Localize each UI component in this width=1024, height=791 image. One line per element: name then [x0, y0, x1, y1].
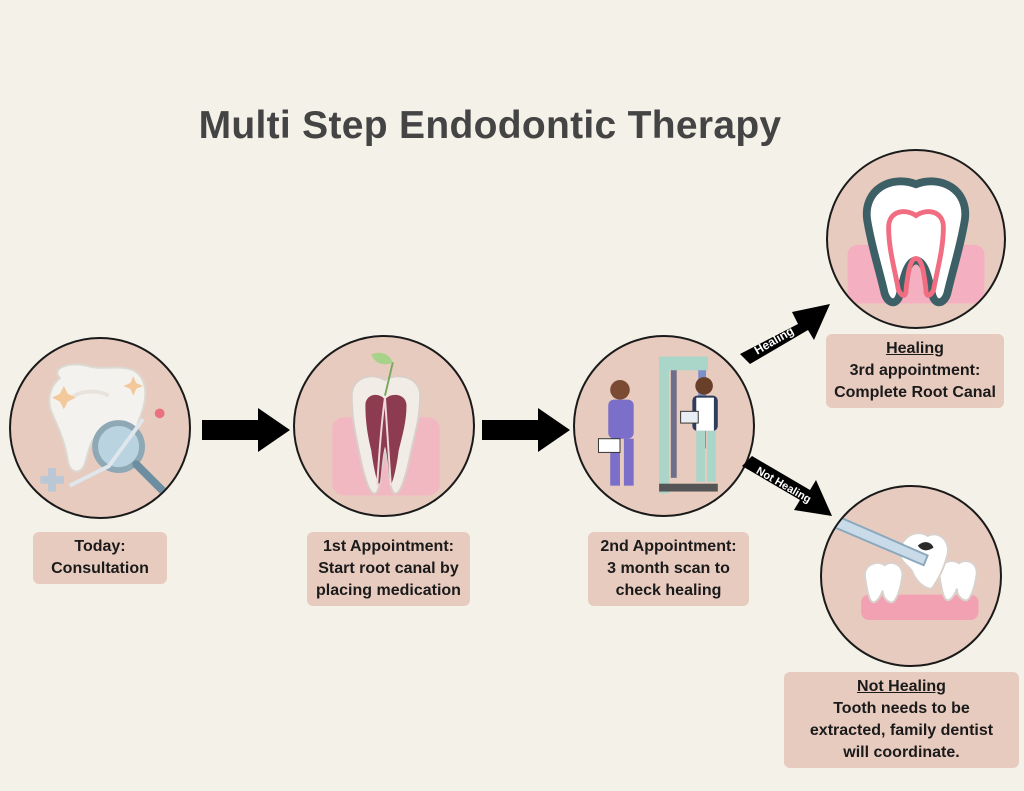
step-today-line-2: Consultation [51, 560, 149, 577]
step-first-line-1: 1st Appointment: [323, 538, 454, 555]
healing-line-1: 3rd appointment: [849, 362, 981, 379]
not-healing-heading: Not Healing [857, 678, 946, 695]
not-healing-line-1: Tooth needs to be [833, 700, 970, 717]
not-healing-line-2: extracted, family dentist [809, 722, 994, 739]
step-first-line-2: Start root canal by [318, 560, 459, 577]
dental-scan-icon [573, 335, 755, 517]
healing-arrow: Healing [738, 300, 834, 372]
page-title: Multi Step Endodontic Therapy [198, 104, 782, 147]
tooth-cross-section-icon [293, 335, 475, 517]
healthy-tooth-icon [826, 149, 1006, 329]
step-second-line-2: 3 month scan to [607, 560, 730, 577]
step-second-line-1: 2nd Appointment: [600, 538, 737, 555]
step-first-appointment-label: 1st Appointment: Start root canal by pla… [307, 532, 470, 606]
not-healing-line-3: will coordinate. [843, 744, 960, 761]
healing-outcome-label: Healing 3rd appointment: Complete Root C… [826, 334, 1004, 408]
tooth-magnifier-icon [9, 337, 191, 519]
step-second-line-3: check healing [615, 582, 722, 599]
step-first-line-3: placing medication [316, 582, 461, 599]
healing-heading: Healing [886, 340, 944, 357]
healing-line-2: Complete Root Canal [834, 384, 996, 401]
step-today-line-1: Today: [74, 538, 126, 555]
right-arrow-icon [202, 408, 290, 452]
right-arrow-icon [482, 408, 570, 452]
step-second-appointment-label: 2nd Appointment: 3 month scan to check h… [588, 532, 749, 606]
tooth-extraction-icon [820, 485, 1002, 667]
step-today-label: Today: Consultation [33, 532, 167, 584]
not-healing-arrow-label: Not Healing [754, 465, 813, 506]
not-healing-arrow: Not Healing [740, 452, 836, 524]
not-healing-outcome-label: Not Healing Tooth needs to be extracted,… [784, 672, 1019, 768]
